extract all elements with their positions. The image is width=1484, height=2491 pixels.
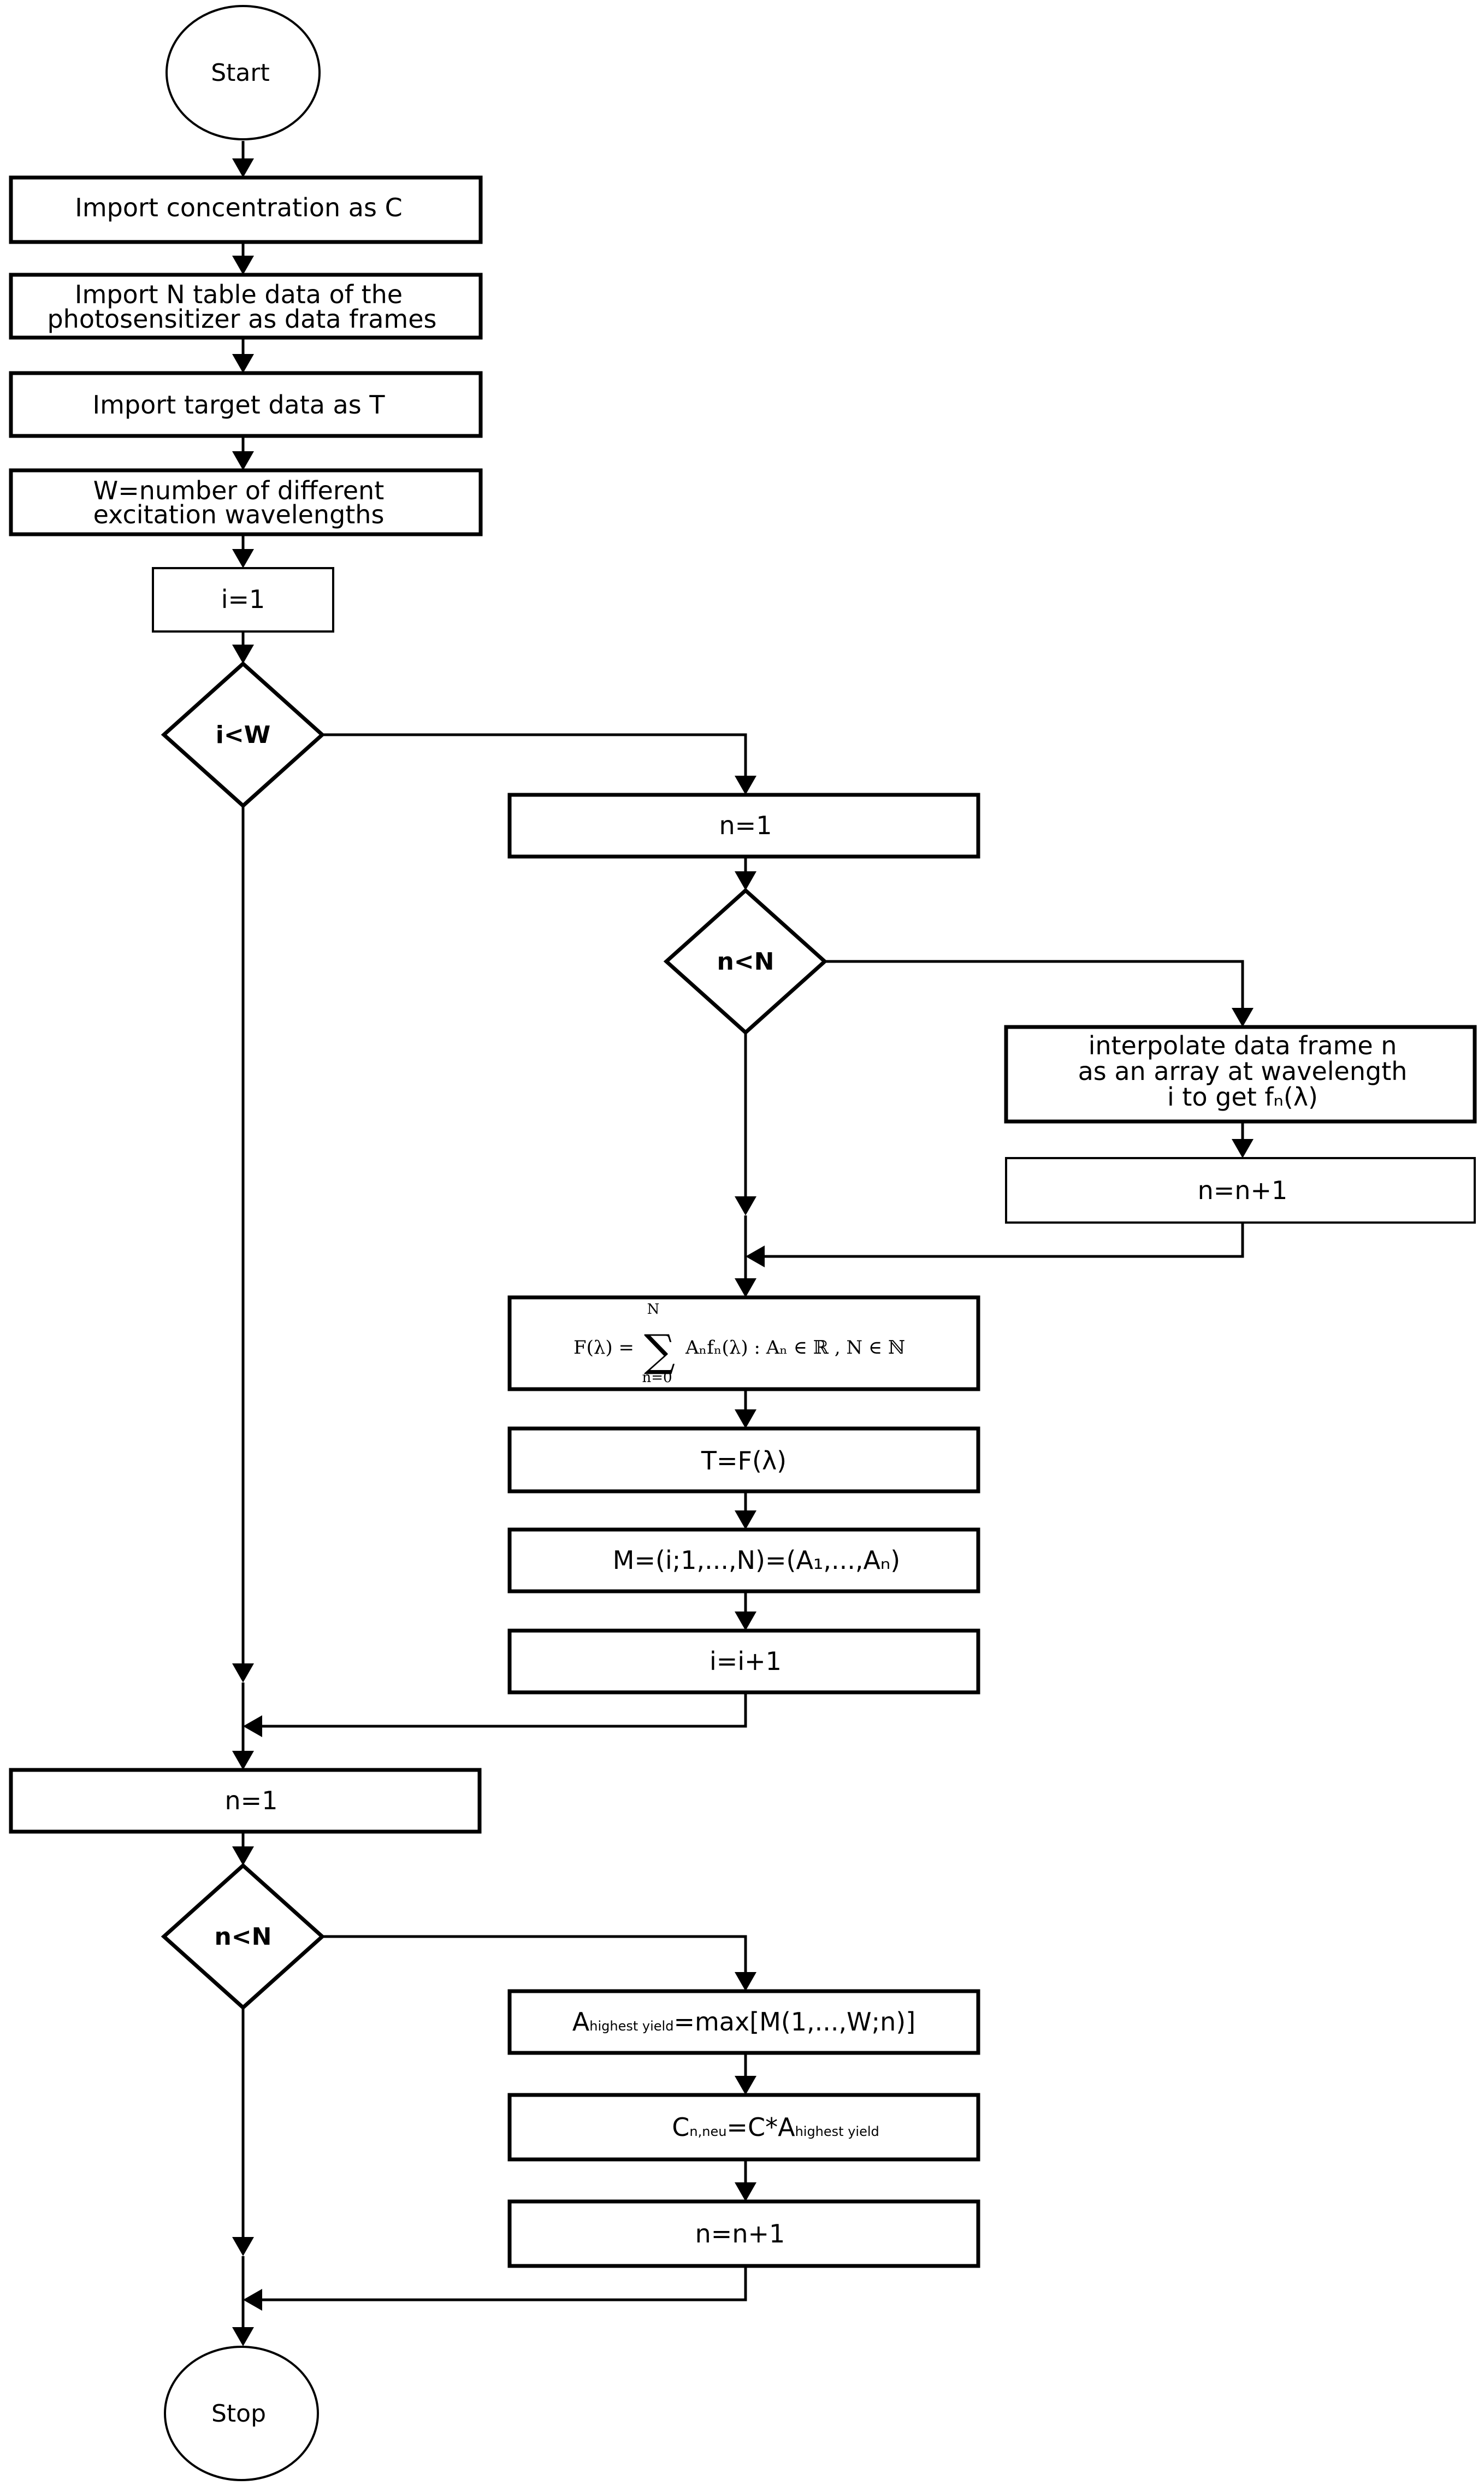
store-box: M=(i;1,...,N)=(A₁,...,Aₙ) xyxy=(507,1527,980,1593)
arrowhead xyxy=(232,1846,254,1866)
arrowhead xyxy=(735,1972,756,1991)
highest-yield-expression: =max[M(1,...,W;n)] xyxy=(673,2007,915,2037)
import-concentration-label: Import concentration as C xyxy=(75,193,402,222)
stop-label: Stop xyxy=(211,2400,266,2428)
store-label: M=(i;1,...,N)=(A₁,...,Aₙ) xyxy=(613,1545,900,1575)
new-concentration-label: Cn,neu=C*Ahighest yield xyxy=(672,2112,879,2142)
loop-back-outer xyxy=(262,2267,747,2301)
decision-n-less-n-inner: n<N xyxy=(663,888,828,1035)
new-conc-expression: =C*A xyxy=(726,2112,795,2142)
arrowhead xyxy=(735,871,756,890)
import-target-box: Import target data as T xyxy=(9,371,483,438)
new-concentration-box: Cn,neu=C*Ahighest yield xyxy=(507,2093,980,2162)
interpolate-line-1: interpolate data frame n xyxy=(1089,1031,1397,1060)
interpolate-box: interpolate data frame n as an array at … xyxy=(1004,1025,1477,1124)
formula-lhs: F(λ) = xyxy=(574,1337,634,1359)
formula-lower-limit: n=0 xyxy=(642,1370,672,1386)
wavelengths-box: W=number of different excitation wavelen… xyxy=(9,468,483,536)
formula-term: Aₙfₙ(λ) : Aₙ ∈ ℝ , N ∈ ℕ xyxy=(685,1337,905,1359)
arrowhead xyxy=(735,1510,756,1530)
increment-n-inner-label: n=n+1 xyxy=(1198,1176,1288,1205)
init-n-inner-box: n=1 xyxy=(507,793,980,859)
import-tables-box: Import N table data of the photosensitiz… xyxy=(9,273,483,340)
stop-node: Stop xyxy=(164,2346,319,2481)
arrowhead xyxy=(232,2237,254,2256)
arrow-cond-n-outer-yes xyxy=(322,1935,747,1972)
arrowhead xyxy=(243,2289,262,2311)
import-tables-line-1: Import N table data of the xyxy=(75,280,403,309)
init-n-outer-box: n=1 xyxy=(9,1768,482,1834)
interpolate-line-3: i to get fₙ(λ) xyxy=(1167,1082,1318,1112)
arrowhead xyxy=(232,256,254,275)
arrowhead xyxy=(746,1246,765,1267)
highest-yield-box: Ahighest yield=max[M(1,...,W;n)] xyxy=(507,1989,980,2055)
arrowhead xyxy=(243,1715,262,1737)
arrowhead xyxy=(1232,1139,1254,1158)
highest-yield-subscript: highest yield xyxy=(589,2018,673,2034)
arrowhead xyxy=(735,1196,756,1215)
formula-box: F(λ) = ∑ N n=0 Aₙfₙ(λ) : Aₙ ∈ ℝ , N ∈ ℕ xyxy=(507,1295,980,1391)
arrowhead xyxy=(232,451,254,470)
increment-n-outer-box: n=n+1 xyxy=(507,2199,980,2268)
import-concentration-box: Import concentration as C xyxy=(9,175,483,244)
increment-n-outer-label: n=n+1 xyxy=(695,2219,785,2248)
wavelengths-line-1: W=number of different xyxy=(93,476,385,505)
new-conc-subscript-2: highest yield xyxy=(795,2124,879,2139)
import-target-label: Import target data as T xyxy=(93,390,386,420)
arrowhead xyxy=(735,1409,756,1429)
formula-sum-symbol: ∑ xyxy=(644,1325,675,1376)
decision-n-less-n-outer: n<N xyxy=(161,1863,326,2010)
arrowhead xyxy=(735,2182,756,2201)
new-conc-subscript: n,neu xyxy=(689,2124,726,2139)
decision-n-outer-label: n<N xyxy=(214,1923,271,1951)
fit-label: T=F(λ) xyxy=(701,1446,787,1475)
arrowhead xyxy=(232,549,254,568)
decision-n-inner-label: n<N xyxy=(717,948,774,976)
arrowhead xyxy=(735,2076,756,2095)
init-n-inner-label: n=1 xyxy=(719,811,772,840)
increment-i-box: i=i+1 xyxy=(507,1628,980,1695)
init-i-box: i=1 xyxy=(152,567,334,633)
arrowhead xyxy=(232,2327,254,2346)
arrow-cond-i-yes xyxy=(322,733,747,776)
arrowhead xyxy=(232,1663,254,1683)
interpolate-line-2: as an array at wavelength xyxy=(1078,1056,1408,1086)
start-label: Start xyxy=(211,59,270,87)
highest-yield-a: A xyxy=(572,2007,590,2037)
arrowhead xyxy=(735,776,756,795)
wavelengths-line-2: excitation wavelengths xyxy=(93,500,385,529)
arrowhead xyxy=(232,158,254,178)
highest-yield-label: Ahighest yield=max[M(1,...,W;n)] xyxy=(572,2007,915,2037)
arrow-cond-n-yes xyxy=(825,960,1244,1008)
increment-i-label: i=i+1 xyxy=(710,1646,782,1676)
new-conc-c: C xyxy=(672,2112,689,2142)
arrowhead xyxy=(232,1751,254,1770)
arrowhead xyxy=(735,1612,756,1631)
fit-box: T=F(λ) xyxy=(507,1426,980,1494)
formula-upper-limit: N xyxy=(647,1301,660,1318)
arrowhead xyxy=(1232,1008,1254,1027)
loop-back-n xyxy=(765,1224,1244,1258)
import-tables-line-2: photosensitizer as data frames xyxy=(47,304,436,334)
arrowhead xyxy=(735,1278,756,1297)
decision-i-label: i<W xyxy=(216,721,270,749)
arrowhead xyxy=(232,645,254,664)
init-i-label: i=1 xyxy=(221,585,265,614)
decision-i-less-w: i<W xyxy=(161,661,326,808)
connectors xyxy=(232,141,1254,2346)
init-n-outer-label: n=1 xyxy=(225,1786,278,1815)
increment-n-inner-box: n=n+1 xyxy=(1005,1157,1476,1224)
loop-back-i xyxy=(262,1693,747,1728)
arrowhead xyxy=(232,354,254,373)
start-node: Start xyxy=(165,5,321,140)
